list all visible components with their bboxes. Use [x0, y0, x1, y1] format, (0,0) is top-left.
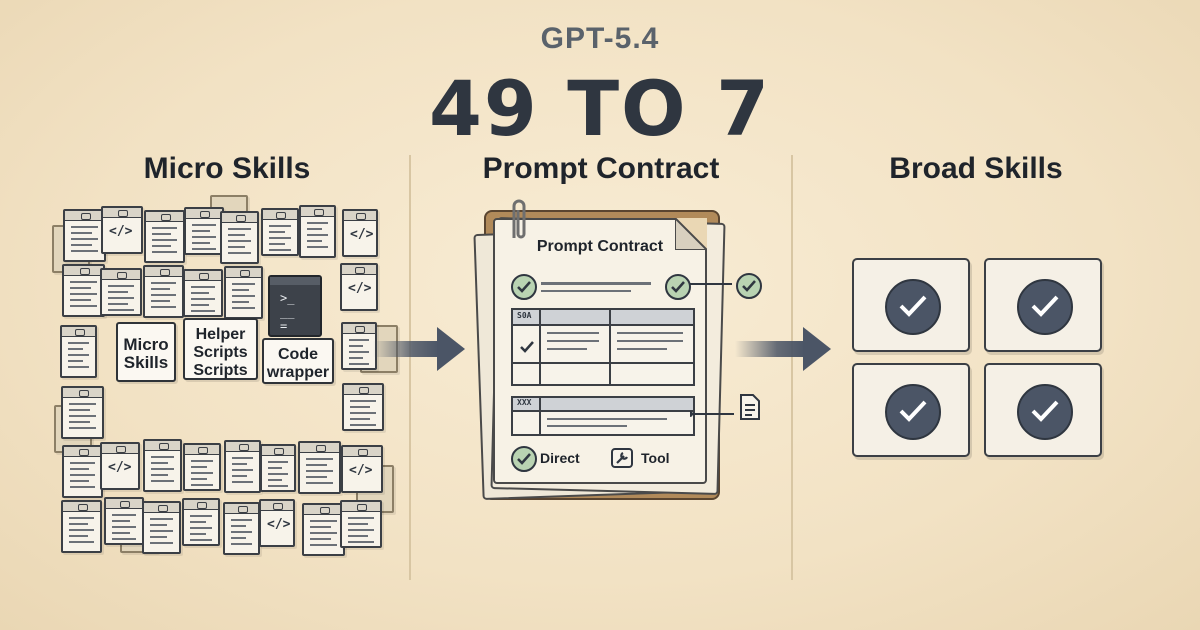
direct-label: Direct	[540, 450, 580, 466]
document-icon	[740, 394, 760, 420]
helper-scripts-label: Helper Scripts Scripts	[183, 318, 258, 380]
check-icon	[736, 273, 762, 299]
micro-skill-tile	[62, 264, 105, 317]
micro-skill-tile	[60, 325, 97, 378]
column-divider	[409, 155, 411, 580]
code-icon: </>	[108, 460, 132, 475]
paperclip-icon	[512, 199, 526, 239]
check-icon	[665, 274, 691, 300]
broad-skill-card	[984, 363, 1102, 457]
check-icon	[1017, 279, 1073, 335]
micro-skill-tile: </>	[342, 209, 378, 257]
code-wrapper-label: Code wrapper	[262, 338, 334, 384]
helper-scripts-text: Helper Scripts Scripts	[193, 326, 248, 379]
terminal-icon: >_ __ =	[268, 275, 322, 337]
contract-table: XXX	[511, 396, 695, 436]
micro-skill-tile: </>	[259, 499, 295, 547]
page-title: 49 TO 7	[428, 64, 771, 153]
micro-skill-tile	[223, 502, 260, 555]
micro-skill-tile	[340, 500, 382, 548]
micro-skill-tile	[220, 211, 259, 264]
table-header: XXX	[517, 398, 532, 407]
micro-skill-tile	[183, 443, 221, 491]
check-icon	[520, 341, 534, 353]
micro-skill-tile	[61, 386, 104, 439]
code-icon: </>	[349, 463, 373, 478]
broad-skill-card	[852, 258, 970, 352]
broad-skill-card	[852, 363, 970, 457]
contract-table: S0A	[511, 308, 695, 386]
tool-label: Tool	[641, 450, 670, 466]
micro-skill-tile	[142, 501, 181, 554]
check-icon	[885, 279, 941, 335]
micro-skill-tile: </>	[341, 445, 383, 493]
micro-skill-tile	[63, 209, 106, 262]
micro-skill-tile	[100, 268, 142, 316]
micro-skill-tile	[61, 500, 102, 553]
micro-skill-tile	[62, 445, 103, 498]
check-icon	[885, 384, 941, 440]
micro-skill-tile	[144, 210, 185, 263]
code-icon: </>	[109, 224, 133, 239]
table-header: S0A	[517, 311, 532, 320]
contract-document: Prompt Contract S0A XXX Direct	[493, 218, 707, 484]
micro-skill-tile	[302, 503, 345, 556]
micro-skill-tile	[224, 440, 261, 493]
micro-skill-tile: </>	[100, 442, 140, 490]
micro-skill-tile	[341, 322, 377, 370]
arrow-right-icon	[373, 327, 465, 371]
micro-skill-tile	[143, 265, 184, 318]
doc-title: Prompt Contract	[536, 238, 664, 255]
micro-skill-tile	[342, 383, 384, 431]
micro-skill-tile: </>	[101, 206, 143, 254]
micro-skill-tile	[184, 207, 224, 255]
broad-skill-card	[984, 258, 1102, 352]
heading-broad-skills: Broad Skills	[889, 152, 1063, 185]
micro-skill-tile	[183, 269, 223, 317]
code-wrapper-text: Code wrapper	[266, 346, 330, 381]
micro-skill-tile	[298, 441, 341, 494]
code-icon: </>	[350, 227, 374, 242]
code-icon: </>	[348, 281, 372, 296]
subtitle: GPT-5.4	[540, 22, 660, 55]
check-icon	[511, 274, 537, 300]
micro-skills-label: Micro Skills	[116, 322, 176, 382]
check-icon	[511, 446, 537, 472]
wrench-icon	[611, 448, 633, 468]
callout-lines	[690, 283, 734, 417]
terminal-text: >_ __ =	[280, 291, 295, 333]
micro-skill-tile	[182, 498, 220, 546]
micro-skill-tile	[261, 208, 299, 256]
micro-skill-tile	[224, 266, 263, 319]
heading-micro-skills: Micro Skills	[143, 152, 311, 185]
code-icon: </>	[267, 517, 291, 532]
arrow-right-icon	[735, 327, 831, 371]
micro-skills-text: Micro Skills	[123, 335, 169, 372]
micro-skill-tile	[260, 444, 296, 492]
micro-skill-tile: </>	[340, 263, 378, 311]
folded-corner	[675, 218, 707, 250]
heading-prompt-contract: Prompt Contract	[482, 152, 720, 185]
micro-skill-tile	[104, 497, 144, 545]
micro-skills-collage: </> </> </> </> </> </>	[52, 195, 398, 556]
micro-skill-tile	[299, 205, 336, 258]
micro-skill-tile	[143, 439, 182, 492]
column-divider	[791, 155, 793, 580]
check-icon	[1017, 384, 1073, 440]
